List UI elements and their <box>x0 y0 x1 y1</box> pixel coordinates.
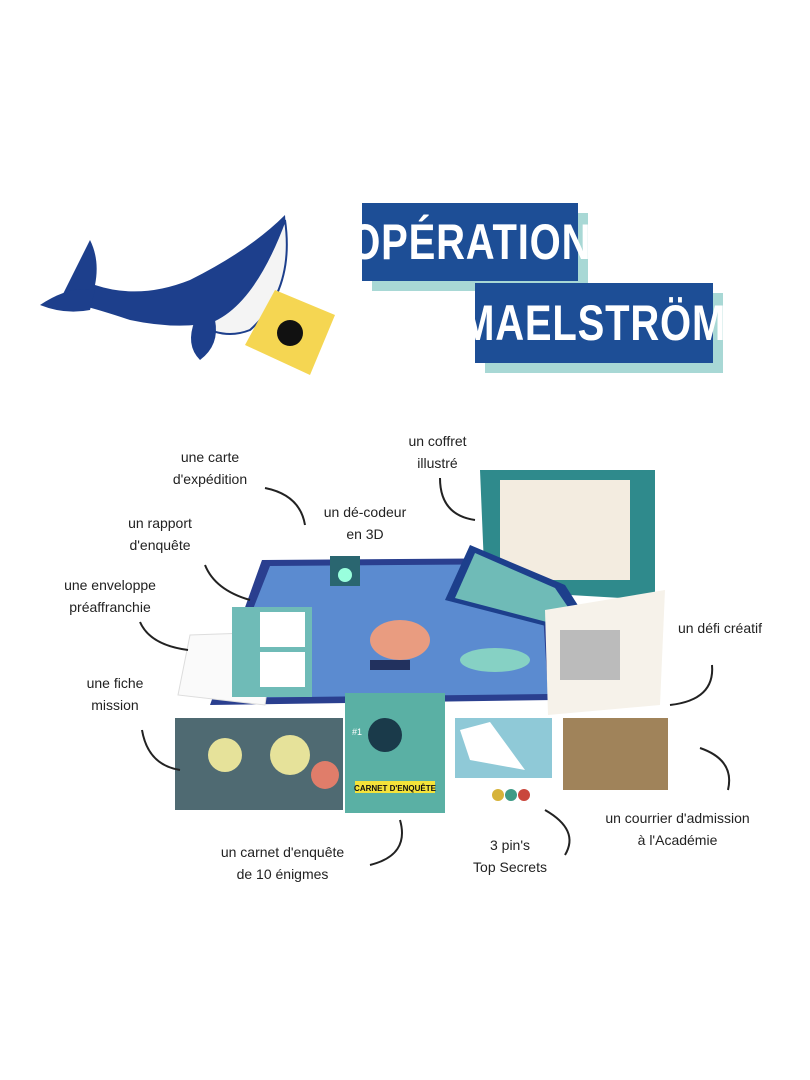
envelope-illustration <box>245 290 335 375</box>
notebook-number: #1 <box>352 727 362 737</box>
label-defi: un défi créatif <box>677 620 763 636</box>
arrow-courrier <box>699 747 731 791</box>
investigation-notebook: CARNET D'ENQUÊTE #1 <box>345 693 445 813</box>
arrow-rapport <box>204 564 251 601</box>
notebook-title: CARNET D'ENQUÊTE <box>354 784 437 793</box>
admission-letter <box>563 718 668 790</box>
mission-sheet <box>175 718 343 810</box>
arrow-fiche <box>141 729 181 771</box>
glacier-card <box>455 718 552 778</box>
arrows <box>139 477 731 866</box>
pins <box>492 789 530 801</box>
arrow-coffret <box>439 477 476 521</box>
whale-illustration <box>40 215 288 360</box>
arrow-defi <box>669 664 714 706</box>
creative-challenge-sheet <box>545 590 665 715</box>
arrow-enveloppe <box>139 621 189 651</box>
investigation-report <box>232 607 312 697</box>
decoder-cube <box>330 556 360 586</box>
arrow-carte <box>264 487 306 526</box>
title-line-1: OPÉRATION <box>349 203 590 281</box>
title-line-2: MAELSTRÖM <box>462 283 726 363</box>
arrow-carnet <box>369 819 403 866</box>
arrow-pins <box>544 809 571 856</box>
